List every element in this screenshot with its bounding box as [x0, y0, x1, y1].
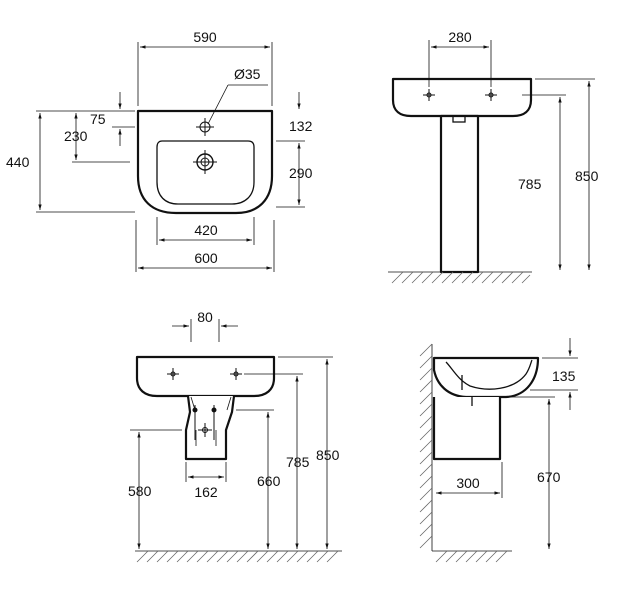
pedestal-fixing-icon: [452, 115, 466, 123]
shroud-side: [432, 397, 502, 461]
bowl-side-section: [445, 359, 533, 390]
dim-top-height: 850: [575, 168, 599, 184]
tap-left-icon: [423, 89, 435, 101]
dim-centers: 80: [197, 309, 213, 325]
fixing-points-icon: [192, 405, 217, 440]
dim-bowl-depth: 290: [289, 165, 313, 181]
dim-rim-height: 785: [518, 176, 542, 192]
dim-overall-width: 600: [194, 250, 218, 266]
tap-right-icon: [485, 89, 497, 101]
dim-fixing-height: 660: [257, 473, 281, 489]
dim-back-to-tap: 132: [289, 118, 313, 134]
tap-left-icon-2: [167, 368, 179, 380]
front-view-pedestal: 280 785 850: [388, 29, 599, 284]
dim-width-rim: 590: [193, 29, 217, 45]
dim-top-height-2: 850: [316, 447, 340, 463]
waste-outlet-icon: [193, 150, 217, 174]
side-view: 135 300 670: [419, 338, 578, 563]
basin-front-outline-2: [135, 355, 276, 398]
dim-outlet-height: 580: [128, 483, 152, 499]
pedestal-column: [439, 114, 480, 274]
dim-waste-from-back: 230: [64, 128, 88, 144]
semipedestal-shroud: [184, 395, 236, 461]
tap-right-icon-2: [230, 368, 242, 380]
dim-tap-offset: 75: [90, 111, 106, 127]
dim-rim-height-2: 785: [286, 454, 310, 470]
top-view: 590 Ø35 440 75 230 132 290 420 60: [6, 29, 313, 272]
dim-projection: 300: [456, 475, 480, 491]
dim-shroud-width: 162: [194, 484, 218, 500]
dim-tap-spacing: 280: [448, 29, 472, 45]
floor-hatching-3: [435, 550, 508, 563]
dim-basin-height: 135: [552, 368, 576, 384]
floor-hatching-2: [136, 550, 339, 563]
wall-hatching: [419, 343, 433, 549]
dim-bowl-width: 420: [194, 222, 218, 238]
bowl-plan-outline: [156, 140, 255, 205]
dim-depth: 440: [6, 154, 30, 170]
tap-hole-icon: [196, 118, 214, 136]
floor-hatching: [391, 271, 531, 284]
basin-front-outline: [391, 77, 533, 118]
front-view-semipedestal: 80 580 162 660 785 850: [128, 309, 342, 563]
dim-tap-hole: Ø35: [234, 66, 261, 82]
dim-bottom-height: 670: [537, 469, 561, 485]
